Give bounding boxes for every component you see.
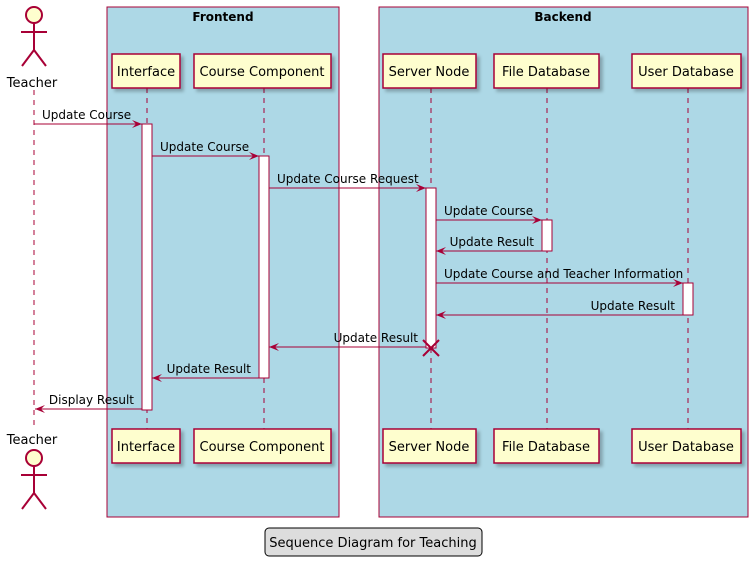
arrowhead-icon xyxy=(532,216,542,224)
actor-icon xyxy=(21,6,47,67)
participant-course-component: Course Component xyxy=(193,53,332,89)
message-7: Update Result xyxy=(269,331,426,351)
arrowhead-icon xyxy=(673,279,683,287)
message-4: Update Result xyxy=(436,235,542,255)
activations xyxy=(141,123,694,411)
participant-heads-bottom: Interface Course Component Server Node F… xyxy=(111,428,742,464)
participant-label: Interface xyxy=(117,440,175,455)
message-label: Update Course xyxy=(444,204,533,218)
message-label: Update Result xyxy=(450,235,535,249)
arrowhead-icon xyxy=(249,152,259,160)
participant-user-database: User Database xyxy=(631,53,742,89)
arrowhead-icon xyxy=(416,184,426,192)
participant-teacher-bottom: Teacher xyxy=(6,433,58,510)
message-label: Update Course xyxy=(160,140,249,154)
message-label: Update Result xyxy=(167,362,252,376)
activation-file-database xyxy=(541,219,553,252)
participant-label: Course Component xyxy=(200,65,325,80)
participant-course-component: Course Component xyxy=(193,428,332,464)
participant-label: File Database xyxy=(502,65,590,80)
caption-text: Sequence Diagram for Teaching xyxy=(269,536,476,551)
arrowhead-icon xyxy=(35,405,45,413)
message-8: Update Result xyxy=(152,362,259,382)
arrowhead-icon xyxy=(132,120,142,128)
participant-interface: Interface xyxy=(111,428,181,464)
participant-user-database: User Database xyxy=(631,428,742,464)
message-6: Update Result xyxy=(436,299,683,319)
participant-label: Course Component xyxy=(200,440,325,455)
message-label: Update Result xyxy=(591,299,676,313)
participant-heads-top: Interface Course Component Server Node F… xyxy=(111,53,742,89)
participant-teacher-top: Teacher xyxy=(6,6,58,91)
arrowhead-icon xyxy=(436,311,446,319)
participant-label: User Database xyxy=(638,440,734,455)
message-1: Update Course xyxy=(152,140,259,160)
activation-user-database xyxy=(682,282,694,316)
message-5: Update Course and Teacher Information xyxy=(436,267,683,287)
participant-label: User Database xyxy=(638,65,734,80)
actor-label: Teacher xyxy=(6,433,58,448)
message-label: Update Course xyxy=(42,108,131,122)
diagram-caption: Sequence Diagram for Teaching xyxy=(264,527,483,557)
participant-label: Server Node xyxy=(389,65,470,80)
participant-label: File Database xyxy=(502,440,590,455)
message-3: Update Course xyxy=(436,204,542,224)
participant-file-database: File Database xyxy=(493,428,600,464)
participant-label: Interface xyxy=(117,65,175,80)
activation-server-node xyxy=(425,187,437,349)
arrowhead-icon xyxy=(152,374,162,382)
activation-course-component xyxy=(258,155,270,379)
participant-label: Server Node xyxy=(389,440,470,455)
participant-server-node: Server Node xyxy=(382,428,477,464)
destroy-x-icon xyxy=(422,339,440,357)
arrowhead-icon xyxy=(269,343,279,351)
participant-server-node: Server Node xyxy=(382,53,477,89)
participant-interface: Interface xyxy=(111,53,181,89)
actor-icon xyxy=(21,449,47,510)
actor-label: Teacher xyxy=(6,76,58,91)
message-9: Display Result xyxy=(35,393,142,413)
message-label: Update Course Request xyxy=(277,172,419,186)
backend-box-title: Backend xyxy=(534,10,591,24)
frontend-box-title: Frontend xyxy=(192,10,253,24)
message-label: Update Result xyxy=(334,331,419,345)
arrowhead-icon xyxy=(436,247,446,255)
message-label: Update Course and Teacher Information xyxy=(444,267,683,281)
message-2: Update Course Request xyxy=(269,172,426,192)
message-0: Update Course xyxy=(34,108,142,128)
participant-file-database: File Database xyxy=(493,53,600,89)
activation-interface xyxy=(141,123,153,411)
message-label: Display Result xyxy=(49,393,134,407)
